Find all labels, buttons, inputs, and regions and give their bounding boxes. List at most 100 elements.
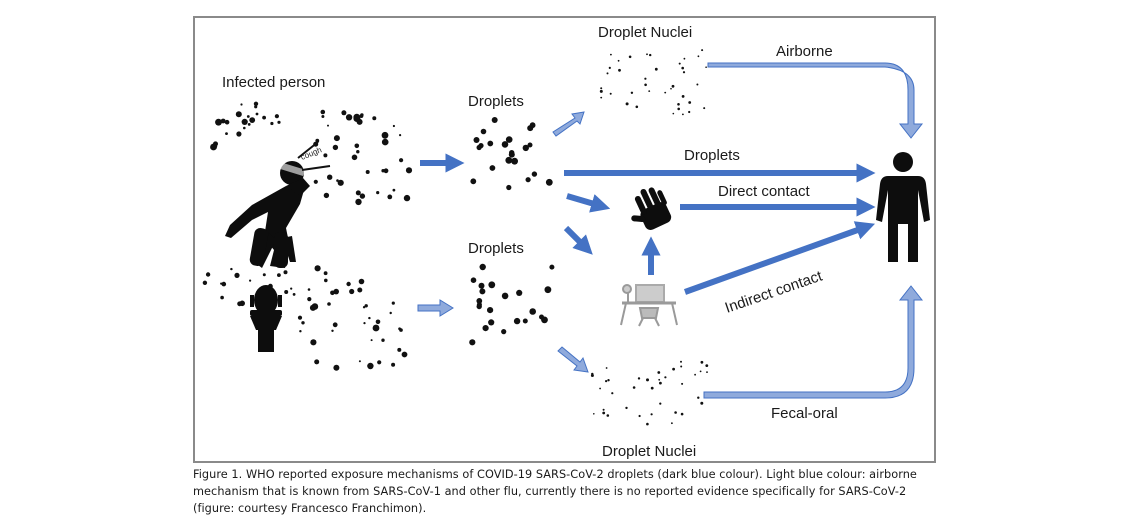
particle — [650, 386, 654, 390]
particle — [681, 66, 684, 70]
particle — [365, 170, 370, 174]
particle — [522, 318, 528, 324]
particle — [381, 338, 385, 342]
particle — [372, 324, 380, 332]
particle — [220, 295, 224, 300]
particle — [505, 156, 513, 164]
figure-frame — [193, 16, 936, 463]
particle — [513, 317, 521, 325]
particle — [215, 118, 222, 126]
particle — [478, 143, 484, 149]
particle — [609, 92, 612, 95]
particle — [323, 271, 328, 276]
particle — [314, 265, 321, 272]
particle — [392, 188, 396, 192]
particle — [674, 411, 677, 414]
particle — [345, 114, 353, 121]
particle — [247, 123, 251, 126]
particle — [253, 101, 259, 107]
particle — [389, 311, 392, 315]
label-droplet-nuclei-top: Droplet Nuclei — [598, 24, 692, 41]
particle — [606, 72, 609, 75]
particle — [381, 138, 389, 146]
particle — [327, 174, 333, 180]
particle — [473, 137, 480, 143]
particle — [399, 158, 404, 163]
particle — [654, 67, 658, 71]
particle — [602, 408, 605, 411]
arrow-droplets-to-nuclei-top — [552, 111, 585, 137]
particle — [635, 105, 639, 109]
particle — [607, 379, 610, 382]
toilet-icon — [250, 285, 282, 352]
particle — [249, 279, 252, 282]
particle — [270, 121, 274, 126]
particle — [469, 339, 476, 346]
particle — [544, 286, 552, 294]
particle — [600, 96, 603, 99]
particle — [330, 290, 335, 296]
particle — [333, 364, 340, 371]
hand-icon — [631, 187, 672, 230]
particle — [391, 301, 395, 305]
particle — [505, 136, 513, 143]
particle — [323, 192, 330, 199]
particle — [479, 288, 486, 295]
particle — [362, 306, 366, 309]
particle — [658, 378, 661, 381]
particle — [488, 281, 496, 289]
particle — [249, 117, 256, 123]
particle — [501, 141, 509, 148]
particle — [516, 289, 523, 296]
arrow-droplets-to-desk — [563, 225, 593, 255]
particle — [671, 84, 675, 88]
arrows-dark-blue — [420, 153, 876, 295]
particle — [243, 126, 246, 130]
particle — [277, 273, 281, 277]
particle — [545, 178, 553, 186]
particle — [355, 198, 362, 206]
particle — [677, 103, 680, 106]
particle — [644, 77, 647, 80]
particle — [358, 278, 365, 285]
particle — [522, 144, 529, 152]
particle — [353, 113, 361, 121]
particle — [356, 118, 363, 125]
particle — [405, 167, 413, 174]
particle — [659, 402, 662, 405]
cough-spray-particles — [210, 101, 413, 206]
toilet-spray-particles — [202, 265, 408, 371]
particle — [617, 59, 620, 62]
particle — [506, 184, 512, 191]
particle — [501, 292, 509, 300]
particle — [284, 290, 289, 294]
particle — [359, 114, 364, 118]
caption-line-2: mechanism that is known from SARS-CoV-1 … — [193, 485, 907, 498]
particle — [549, 264, 555, 270]
particle — [377, 360, 382, 365]
particle — [488, 319, 495, 326]
particle — [202, 280, 208, 285]
particle — [671, 422, 673, 425]
particle — [354, 143, 360, 149]
particle — [392, 124, 395, 128]
particle — [487, 140, 494, 147]
particle — [527, 142, 533, 148]
arrow-fecal-oral — [703, 285, 924, 399]
particle — [688, 101, 692, 104]
particle — [221, 281, 227, 287]
particle — [240, 103, 243, 106]
particle — [701, 49, 704, 52]
particle — [664, 91, 667, 94]
particle — [337, 179, 344, 186]
particle — [600, 87, 603, 90]
particle — [313, 179, 318, 184]
particle — [657, 371, 661, 374]
particle — [397, 347, 402, 352]
particle — [706, 371, 708, 373]
particle — [646, 422, 649, 426]
particle — [383, 168, 389, 174]
particle — [283, 270, 288, 275]
particle — [376, 191, 380, 195]
label-airborne: Airborne — [776, 43, 833, 60]
